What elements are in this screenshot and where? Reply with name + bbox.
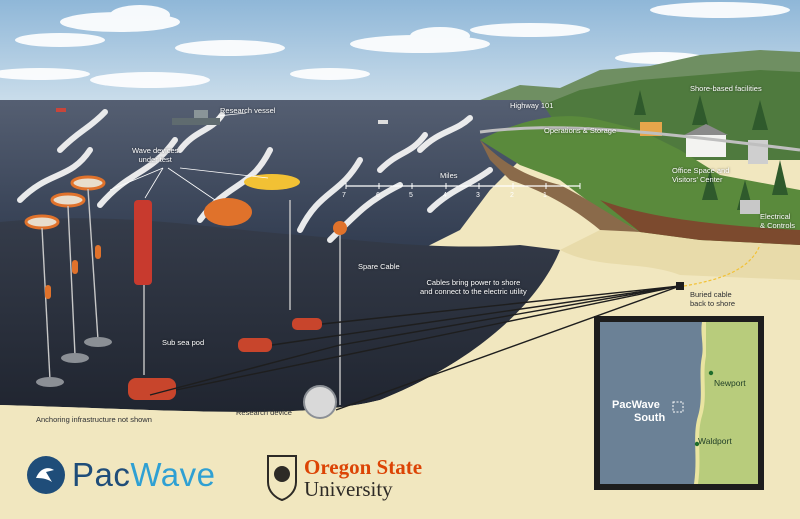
cable-junction — [676, 282, 684, 290]
research-device — [303, 385, 337, 419]
clouds — [0, 2, 790, 88]
leader-lines — [109, 112, 269, 201]
pacwave-wordmark: PacWave — [72, 456, 216, 494]
research-vessel — [172, 110, 220, 125]
pacwave-wordmark-prefix: Pac — [72, 456, 131, 493]
map-label-pacwave: PacWave — [612, 399, 660, 411]
osu-wordmark-line2: University — [304, 477, 393, 501]
highway-101 — [479, 126, 800, 152]
coastal-cliff — [480, 116, 800, 245]
yellow-wave-device — [244, 174, 300, 190]
label-miles: Miles — [440, 171, 458, 180]
label-office: Office Space and Visitors' Center — [672, 166, 730, 184]
mile-tick-label: 2 — [510, 192, 514, 199]
label-cables-power: Cables bring power to shore and connect … — [420, 278, 527, 296]
power-cables — [149, 285, 681, 411]
mooring-lines — [41, 188, 341, 405]
cliff-brown — [600, 200, 800, 245]
osu-seal-emblem-icon — [274, 466, 290, 482]
sub-sea-pods — [128, 318, 322, 400]
osu-seal — [267, 455, 297, 502]
anchor-bases — [36, 337, 112, 387]
pacwave-logo — [27, 456, 65, 494]
map-label-newport: Newport — [714, 378, 746, 388]
sand-shadow — [560, 230, 800, 280]
location-map-inset — [594, 316, 764, 490]
label-spare-cable: Spare Cable — [358, 262, 400, 271]
label-sub-sea-pod: Sub sea pod — [162, 338, 205, 347]
mile-tick-label: 6 — [376, 192, 380, 199]
red-spar-device — [134, 200, 152, 285]
label-operations: Operations & Storage — [544, 126, 617, 135]
label-anchoring: Anchoring infrastructure not shown — [36, 415, 152, 424]
mile-tick-label: 3 — [476, 192, 480, 199]
miles-scale-ticks — [345, 183, 581, 189]
distant-boat — [56, 108, 66, 112]
mile-tick-label: 7 — [342, 192, 346, 199]
map-label-waldport: Waldport — [698, 436, 732, 446]
osu-shield-icon — [267, 455, 297, 502]
label-shore-facilities: Shore-based facilities — [690, 84, 762, 93]
pacwave-wordmark-suffix: Wave — [130, 456, 216, 493]
label-research-vessel: Research vessel — [220, 106, 276, 115]
map-land-shade — [698, 322, 758, 484]
waldport-dot — [694, 441, 700, 447]
newport-dot — [708, 370, 714, 376]
label-wave-devices: Wave devices under test — [132, 146, 179, 164]
label-electrical: Electrical & Controls — [760, 212, 796, 230]
label-research-device: Research device — [236, 408, 292, 417]
osu-wordmark-line1: Oregon State — [304, 455, 423, 479]
map-label-south: South — [634, 412, 666, 424]
pacwave-site-marker — [672, 401, 684, 413]
lightning-wave-icon — [36, 468, 54, 482]
mile-tick-label: 1 — [543, 192, 547, 199]
spare-cable-buoy — [333, 221, 347, 235]
buried-cable — [683, 244, 761, 287]
orange-floating-device — [204, 198, 252, 226]
line-floats — [45, 245, 101, 299]
mile-tick-label: 5 — [409, 192, 413, 199]
label-buried-cable: Buried cable back to shore — [690, 290, 736, 308]
mile-tick-label: 4 — [443, 192, 447, 199]
distant-boat — [378, 120, 388, 124]
label-highway: Highway 101 — [510, 101, 554, 110]
